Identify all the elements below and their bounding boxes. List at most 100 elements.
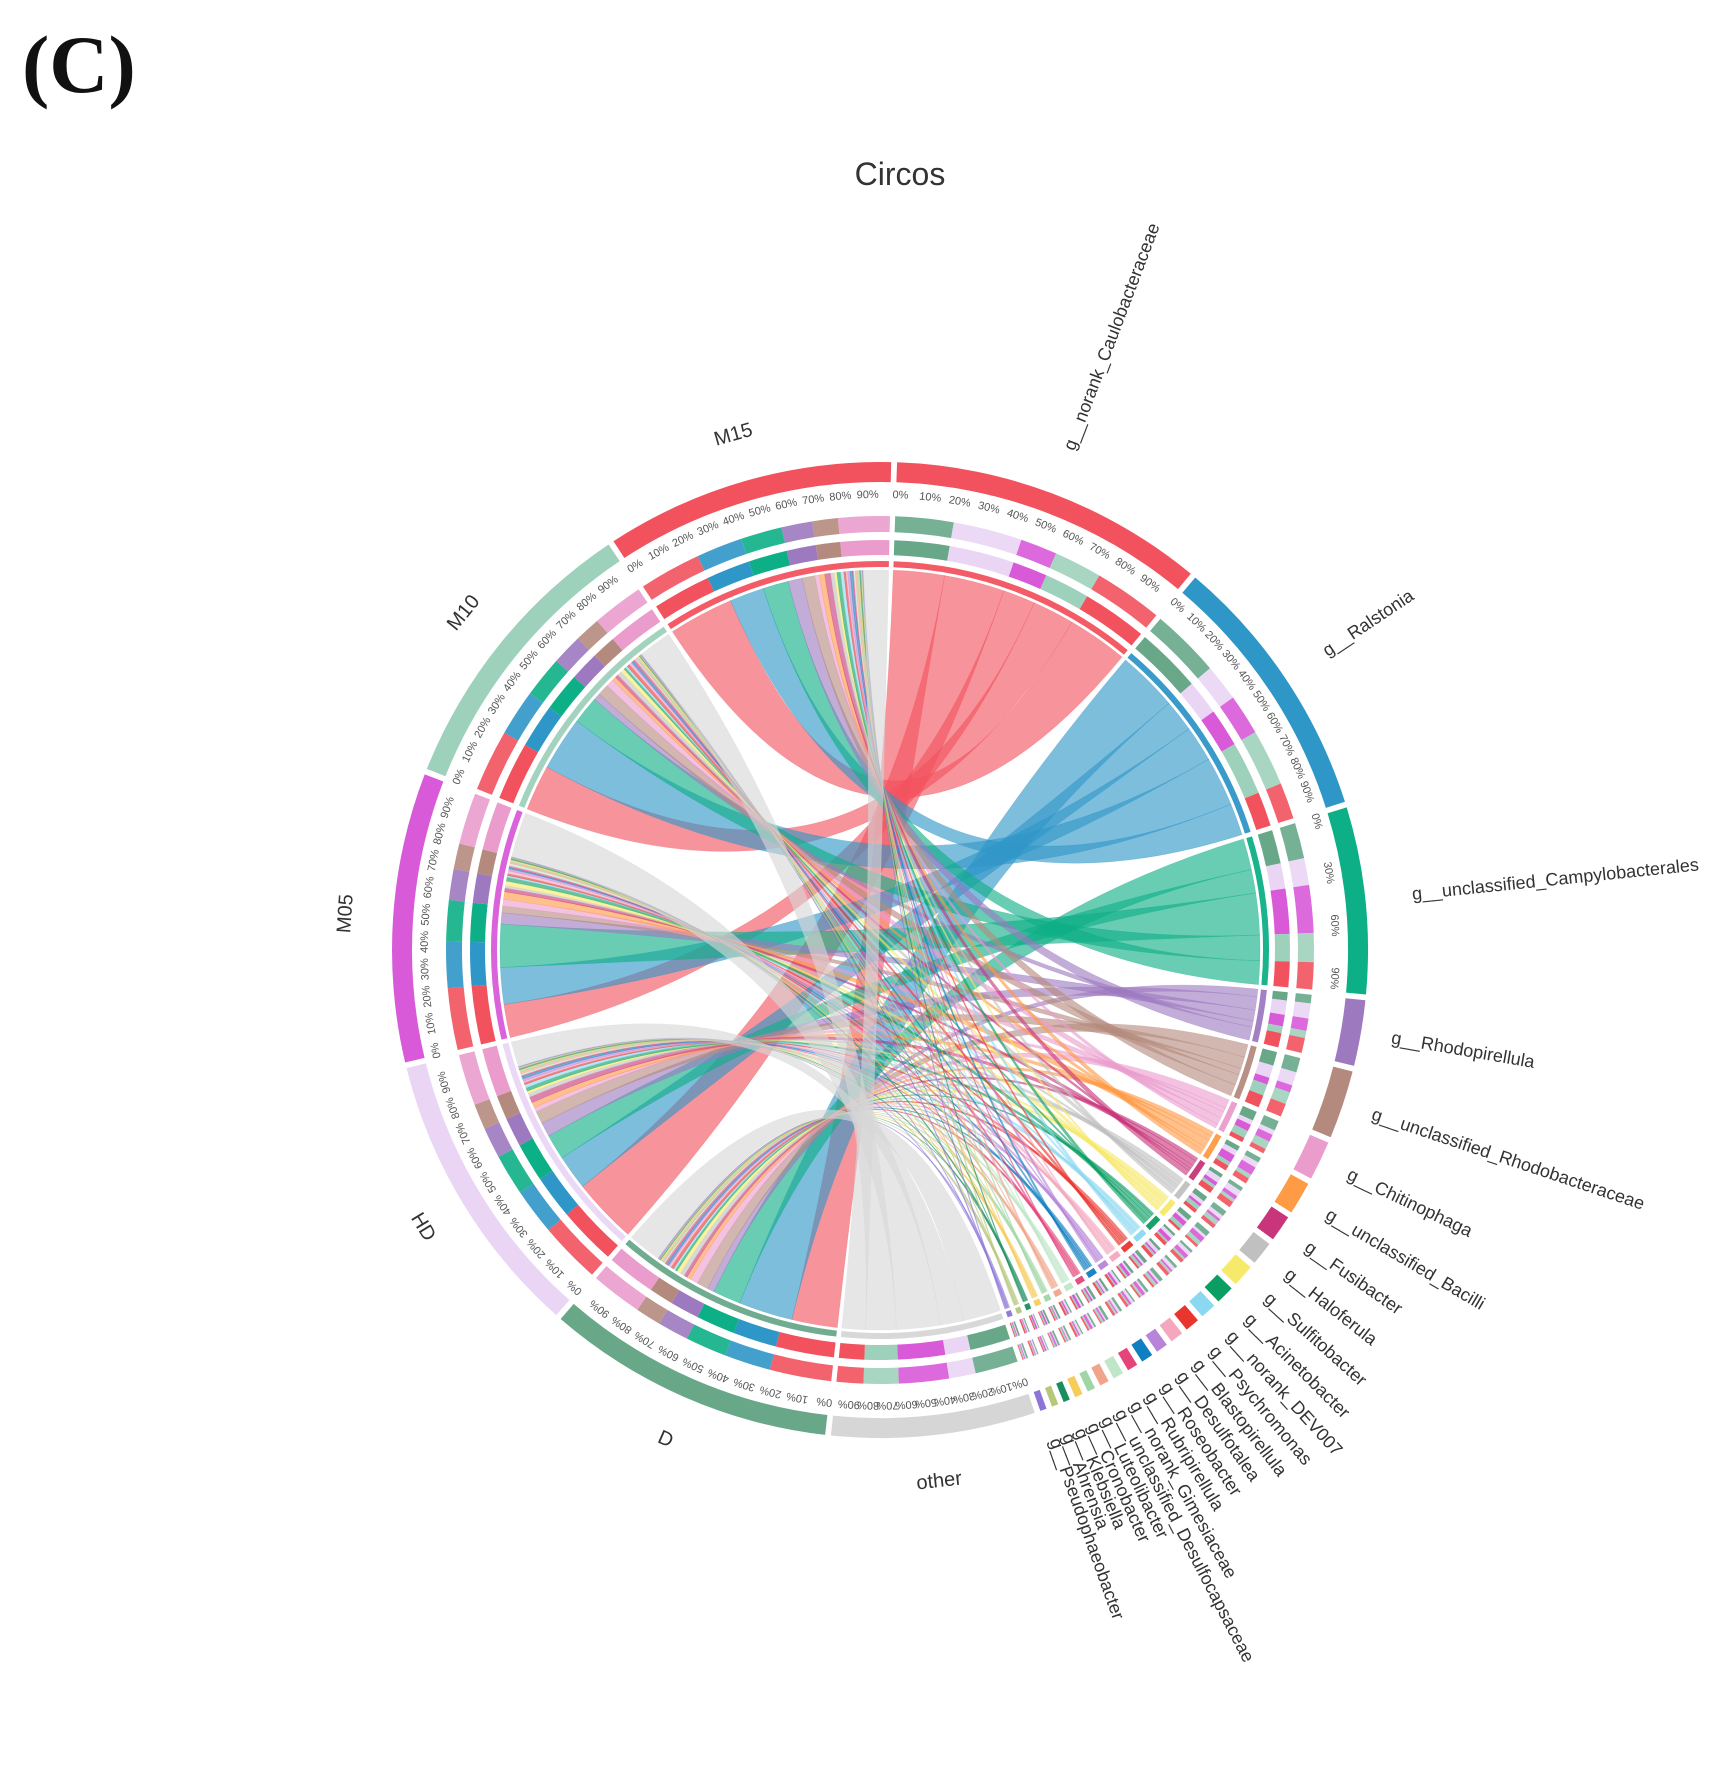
outer-arc-M05 [392, 774, 444, 1063]
tick-label: 70% [632, 1329, 657, 1351]
inner-arc-g-Pseudophaeobacter [1005, 1310, 1013, 1318]
inner-arc-g-Fusibacter [1188, 1159, 1206, 1181]
track2-g-Roseobacter-0 [1111, 1296, 1123, 1312]
tick-label: 0% [428, 1041, 443, 1059]
ribbon-g-Cronobacter-M05 [510, 859, 1036, 1298]
track2-HD-1 [520, 1183, 561, 1230]
ribbon-g-Ahrensia-M15 [860, 570, 1016, 1306]
ribbon-g-Sulfitobacter-M05 [505, 880, 1165, 1207]
tick-label: 10% [460, 739, 480, 764]
track-D-5 [611, 1248, 660, 1290]
tick-label: 80% [829, 490, 852, 504]
group-label-M05: M05 [333, 894, 358, 934]
ribbon-g-Chitinophaga-M10 [606, 679, 1222, 1125]
track2-g-Fusibacter-1 [1224, 1182, 1241, 1197]
track2-D-0 [769, 1354, 834, 1382]
track2-M05-4 [453, 843, 475, 872]
track-g-Acinetobacter-3 [1156, 1230, 1169, 1243]
outer-arc-g-Acinetobacter [1204, 1274, 1232, 1302]
tick-label: 90% [1328, 967, 1341, 990]
track2-g-Chitinophaga-4 [1249, 1141, 1266, 1154]
track2-g-unclassified-Desulfocapsaceae-3 [1070, 1321, 1079, 1337]
track-g-unclassified-Desulfocapsaceae-1 [1062, 1299, 1071, 1314]
track-HD-3 [506, 1112, 533, 1146]
ribbon-g-Rhodopirellula-M05 [500, 912, 1256, 1022]
track-M10-0 [499, 744, 539, 804]
track-HD-2 [519, 1138, 553, 1180]
track-M10-4 [594, 639, 623, 667]
track-g-Ralstonia-0 [1135, 637, 1192, 694]
outer-arc-other [830, 1393, 1035, 1438]
tick-label: 50% [1033, 517, 1058, 536]
track2-g-Rubripirellula-2 [1095, 1307, 1106, 1322]
track-g-Cronobacter-2 [1040, 1310, 1048, 1325]
ribbon-g-Klebsiella-M15 [859, 570, 1025, 1303]
ribbon-g-Klebsiella-D [659, 1114, 1029, 1301]
ribbons-layer [499, 569, 1261, 1331]
track-g-unclassified-Bacilli-1 [1221, 1143, 1238, 1156]
track2-D-2 [686, 1324, 731, 1356]
track-g-Ahrensia-4 [1019, 1319, 1026, 1334]
ribbon-g-Rhodopirellula-M15 [787, 577, 1253, 1041]
tick-label: 90% [837, 1397, 860, 1410]
track2-g-Roseobacter-2 [1108, 1299, 1118, 1314]
tick-label: 60% [1264, 710, 1285, 735]
track2-HD-3 [484, 1122, 513, 1157]
track2-other-0 [972, 1346, 1018, 1374]
track2-g-Ahrensia-0 [1031, 1339, 1039, 1355]
track-g-Rubripirellula-0 [1086, 1285, 1097, 1300]
group-label-g-unclassified-Campylobacterales: g__unclassified_Campylobacterales [1411, 854, 1700, 904]
track-M15-1 [707, 561, 754, 592]
track2-g-Rhodopirellula-2 [1290, 1016, 1309, 1031]
track2-g-Rubripirellula-4 [1092, 1309, 1102, 1324]
track-M05-0 [471, 984, 496, 1045]
tick-label: 60% [422, 875, 437, 899]
ribbon-g-norank-Gimesiaceae-M10 [634, 658, 1065, 1284]
tick-label: 90% [1297, 780, 1316, 805]
track2-g-unclassified-Desulfocapsaceae-0 [1074, 1319, 1084, 1335]
ribbon-g-unclassified-Desulfocapsaceae-M15 [854, 570, 1054, 1290]
track2-g-Acinetobacter-3 [1172, 1247, 1186, 1260]
track-g-unclassified-Rhodobacteraceae-4 [1244, 1090, 1264, 1108]
tick-label: 10% [646, 542, 671, 563]
track2-other-4 [836, 1365, 865, 1384]
tick-label: 20% [420, 985, 434, 1008]
tick-label: 40% [706, 1366, 731, 1385]
track2-g-Desulfotalea-0 [1124, 1288, 1136, 1303]
outer-arc-g-Sulfitobacter [1221, 1254, 1251, 1285]
ribbon-g-Cronobacter-HD [519, 1038, 1037, 1298]
track2-M15-1 [697, 538, 747, 571]
track2-g-Acinetobacter-2 [1173, 1244, 1189, 1259]
ribbon-g-Desulfotalea-M05 [508, 868, 1101, 1262]
tick-label: 60% [1061, 528, 1086, 548]
track2-g-Acinetobacter-1 [1176, 1241, 1191, 1256]
track-g-norank-DEV007-2 [1144, 1241, 1157, 1255]
inner-arc-g-unclassified-Bacilli [1202, 1133, 1222, 1160]
tick-label: 30% [1219, 648, 1242, 673]
group-label-g-norank-Caulobacteraceae: g__norank_Caulobacteraceae [1059, 220, 1164, 453]
tick-label: 80% [575, 590, 600, 614]
track-g-Fusibacter-4 [1198, 1179, 1214, 1194]
tick-label: 50% [680, 1355, 705, 1375]
tick-label: 0% [1168, 596, 1188, 616]
track2-g-norank-DEV007-0 [1164, 1254, 1178, 1269]
track2-g-Desulfotalea-3 [1119, 1291, 1130, 1306]
track-g-Roseobacter-2 [1095, 1280, 1105, 1294]
group-label-g-Ralstonia: g__Ralstonia [1319, 585, 1419, 661]
track-g-Haloferula-3 [1185, 1197, 1200, 1210]
ribbon-g-Luteolibacter-M05 [509, 860, 1046, 1294]
track-g-Chitinophaga-3 [1230, 1124, 1248, 1139]
track2-g-Roseobacter-3 [1106, 1300, 1117, 1315]
track-g-norank-Gimesiaceae-0 [1075, 1292, 1085, 1307]
track-g-unclassified-Campylobacterales-1 [1266, 863, 1286, 891]
ribbon-other-M15 [841, 569, 890, 1331]
ribbon-g-Ahrensia-M10 [639, 654, 1017, 1306]
ribbon-g-Chitinophaga-M15 [814, 574, 1219, 1129]
tick-label: 0% [451, 767, 468, 786]
ribbon-g-Pseudophaeobacter-D [657, 1115, 1011, 1309]
tick-label: 20% [472, 715, 493, 740]
track-g-unclassified-Desulfocapsaceae-3 [1060, 1301, 1068, 1315]
group-label-M15: M15 [712, 419, 755, 451]
track-M15-5 [840, 540, 890, 557]
track-M05-4 [477, 849, 498, 877]
